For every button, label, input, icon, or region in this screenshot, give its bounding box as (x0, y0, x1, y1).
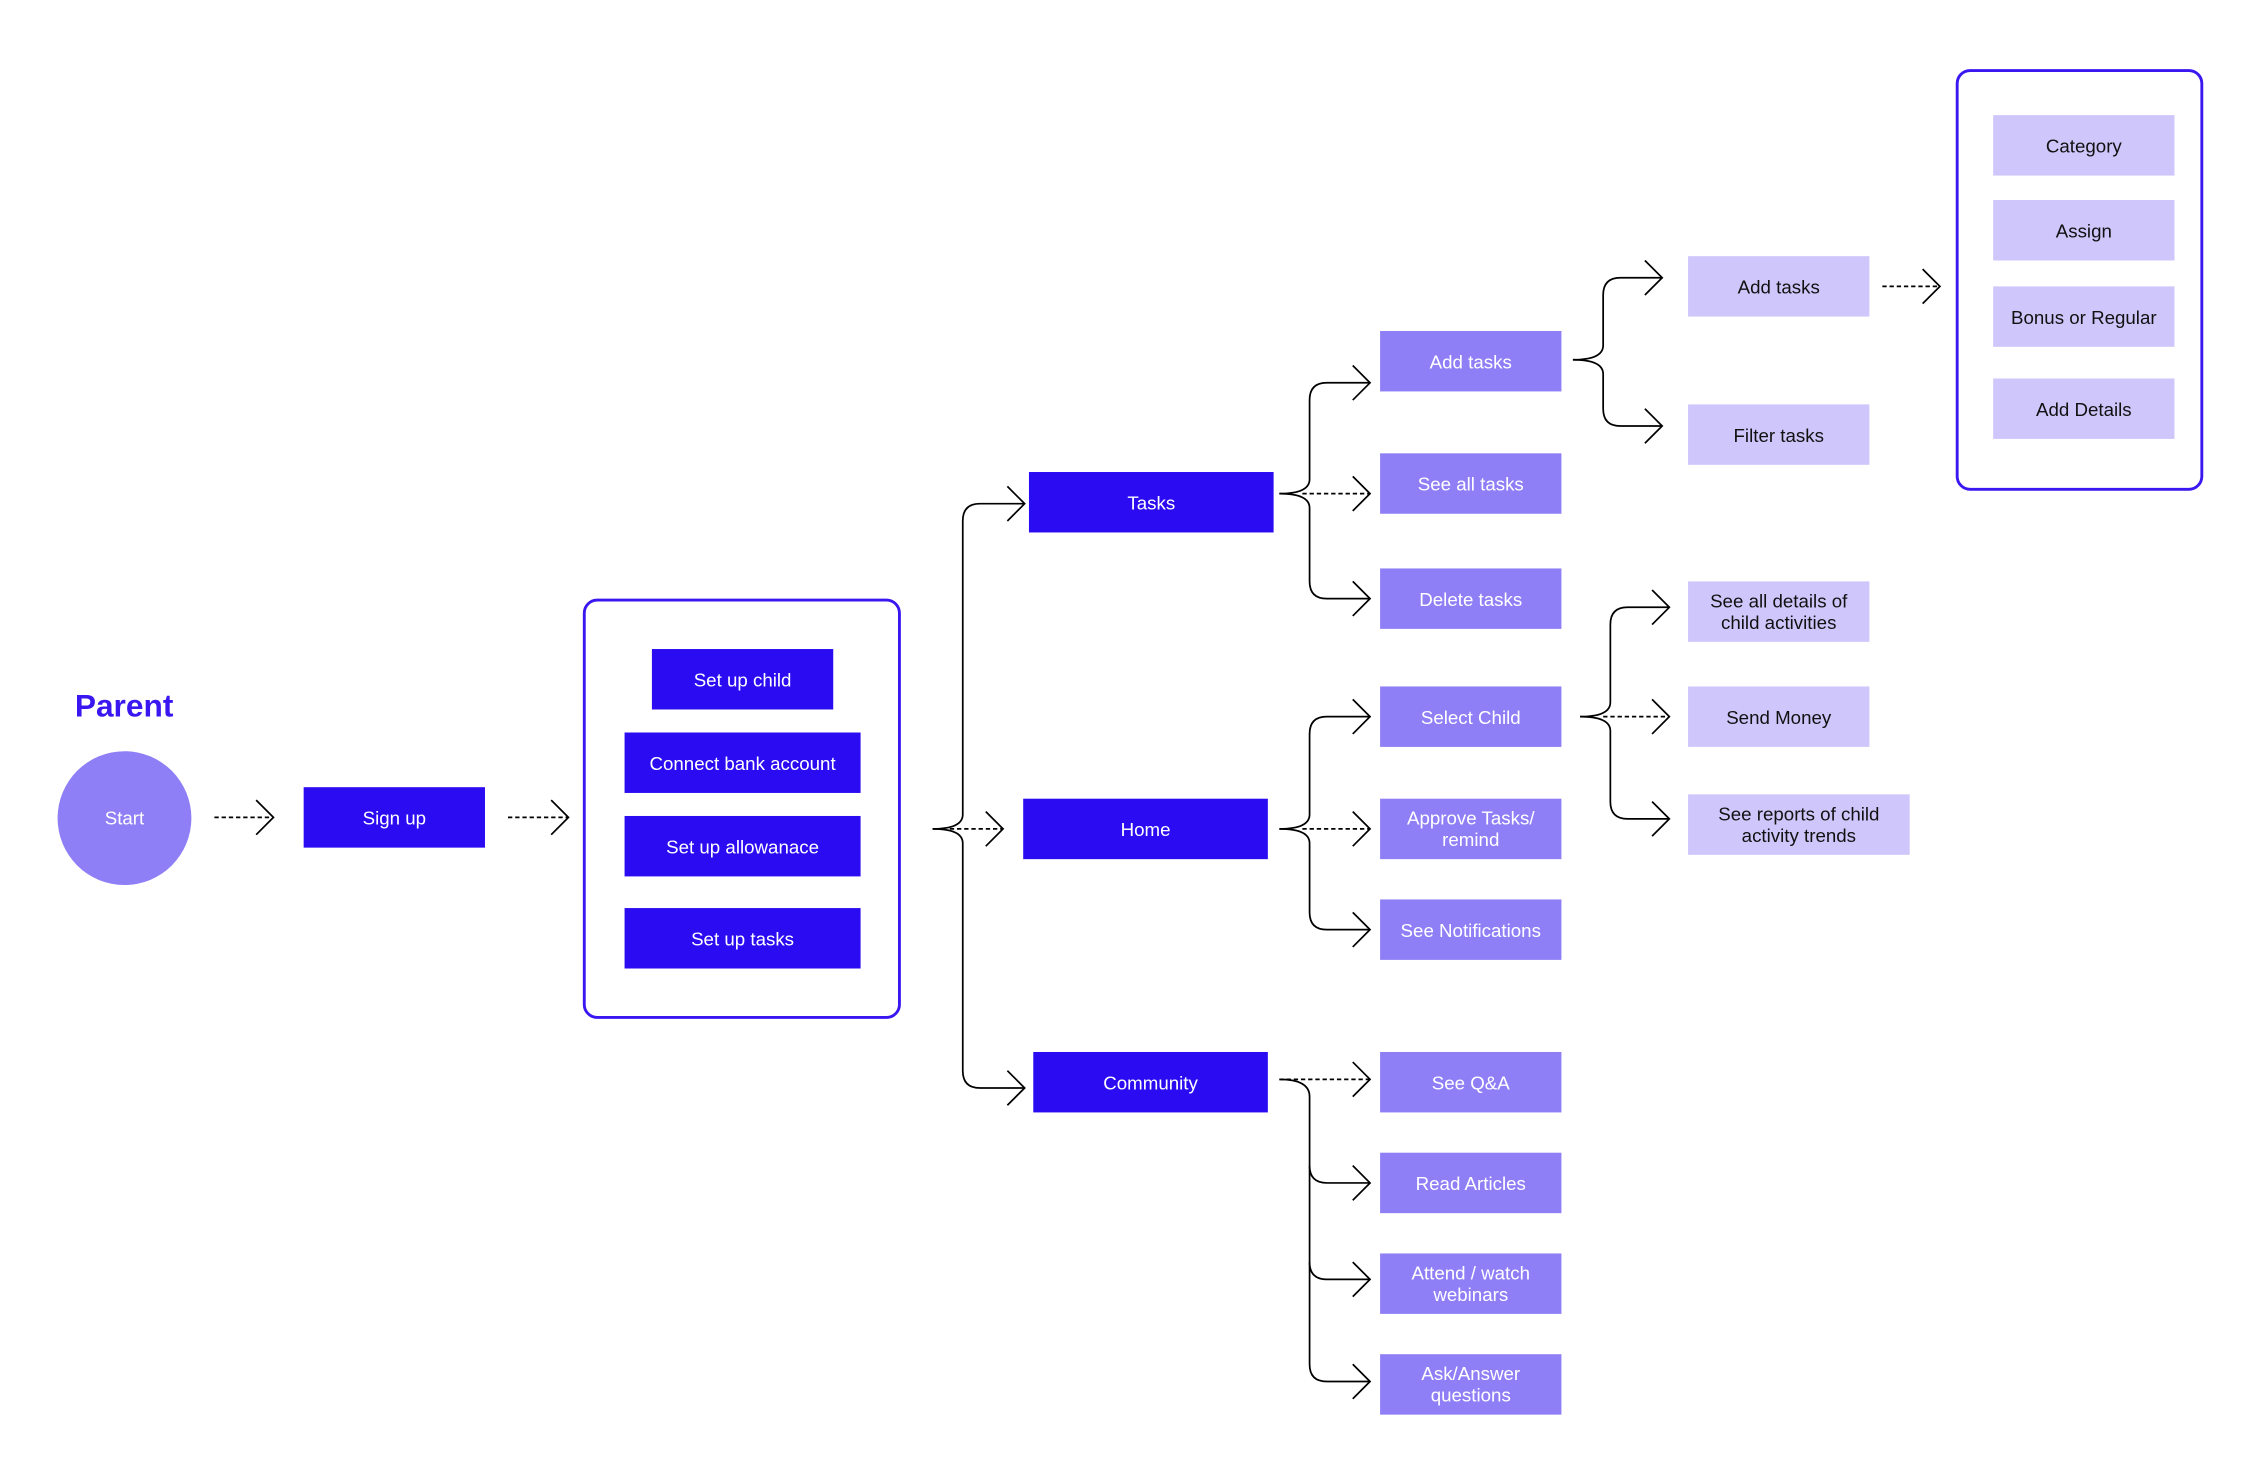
attend-webinars-node[interactable]: Attend / watch webinars (1380, 1253, 1562, 1314)
connector-community-webinars (1308, 1262, 1371, 1281)
community-node[interactable]: Community (1033, 1051, 1268, 1113)
bonus-regular-node[interactable]: Bonus or Regular (1993, 286, 2175, 347)
arrowhead (1006, 485, 1026, 522)
connector-to-community (932, 828, 1025, 1089)
connector-select-details (1580, 606, 1670, 718)
connector-tasks-add (1279, 381, 1371, 495)
connector-add-addsub (1572, 276, 1663, 361)
see-reports-node[interactable]: See reports of child activity trends (1688, 794, 1910, 855)
approve-tasks-node[interactable]: Approve Tasks/ remind (1380, 798, 1562, 860)
see-details-node[interactable]: See all details of child activities (1688, 581, 1870, 642)
setup-allowance-node[interactable]: Set up allowanace (624, 815, 861, 877)
arrowhead (1644, 408, 1664, 444)
connector-community-articles (1308, 1165, 1371, 1184)
task-details-group (1955, 69, 2204, 491)
connector-select-reports (1580, 715, 1670, 820)
category-node[interactable]: Category (1993, 115, 2175, 176)
arrowhead (1352, 811, 1372, 847)
select-child-node[interactable]: Select Child (1380, 686, 1562, 747)
arrowhead (1651, 800, 1671, 837)
delete-tasks-node[interactable]: Delete tasks (1380, 568, 1562, 629)
add-details-node[interactable]: Add Details (1993, 378, 2175, 439)
setup-child-node[interactable]: Set up child (651, 649, 834, 710)
see-all-tasks-node[interactable]: See all tasks (1380, 453, 1562, 514)
arrowhead (1651, 589, 1671, 626)
connector-community-trunk (1279, 1078, 1371, 1383)
arrowhead (1352, 1061, 1372, 1098)
see-qa-node[interactable]: See Q&A (1380, 1051, 1562, 1113)
connector-home-select (1279, 715, 1371, 830)
add-tasks-node[interactable]: Add tasks (1380, 330, 1562, 392)
arrowhead (1922, 268, 1942, 305)
filter-tasks-node[interactable]: Filter tasks (1688, 404, 1870, 465)
assign-node[interactable]: Assign (1993, 200, 2175, 261)
arrowhead (1644, 259, 1664, 296)
setup-tasks-node[interactable]: Set up tasks (624, 908, 861, 969)
arrowhead (550, 799, 570, 836)
connect-bank-node[interactable]: Connect bank account (624, 732, 861, 793)
arrowhead (255, 799, 275, 836)
see-notifications-node[interactable]: See Notifications (1380, 899, 1562, 960)
arrowhead (1352, 698, 1372, 735)
signup-node[interactable]: Sign up (303, 787, 485, 848)
connector-home-notif (1279, 828, 1371, 931)
arrowhead (1352, 475, 1372, 512)
arrowhead (1352, 580, 1372, 617)
setup-group (582, 598, 901, 1019)
connector-add-filter (1572, 358, 1663, 427)
diagram-title: Parent (74, 687, 174, 724)
connector-to-tasks (932, 502, 1025, 830)
arrowhead (1352, 1261, 1372, 1298)
arrowhead (1352, 1165, 1372, 1201)
add-tasks-sub-node[interactable]: Add tasks (1688, 256, 1870, 317)
tasks-node[interactable]: Tasks (1028, 472, 1274, 533)
send-money-node[interactable]: Send Money (1688, 686, 1870, 747)
arrowhead (1006, 1070, 1026, 1106)
arrowhead (1352, 911, 1372, 948)
connector-tasks-delete (1279, 492, 1371, 600)
arrowhead (985, 811, 1005, 847)
arrowhead (1352, 1363, 1372, 1400)
start-node[interactable]: Start (57, 751, 192, 886)
home-node[interactable]: Home (1023, 798, 1268, 860)
arrowhead (1352, 364, 1372, 401)
arrowhead (1651, 698, 1671, 735)
ask-answer-node[interactable]: Ask/Answer questions (1380, 1354, 1562, 1415)
read-articles-node[interactable]: Read Articles (1380, 1152, 1562, 1214)
